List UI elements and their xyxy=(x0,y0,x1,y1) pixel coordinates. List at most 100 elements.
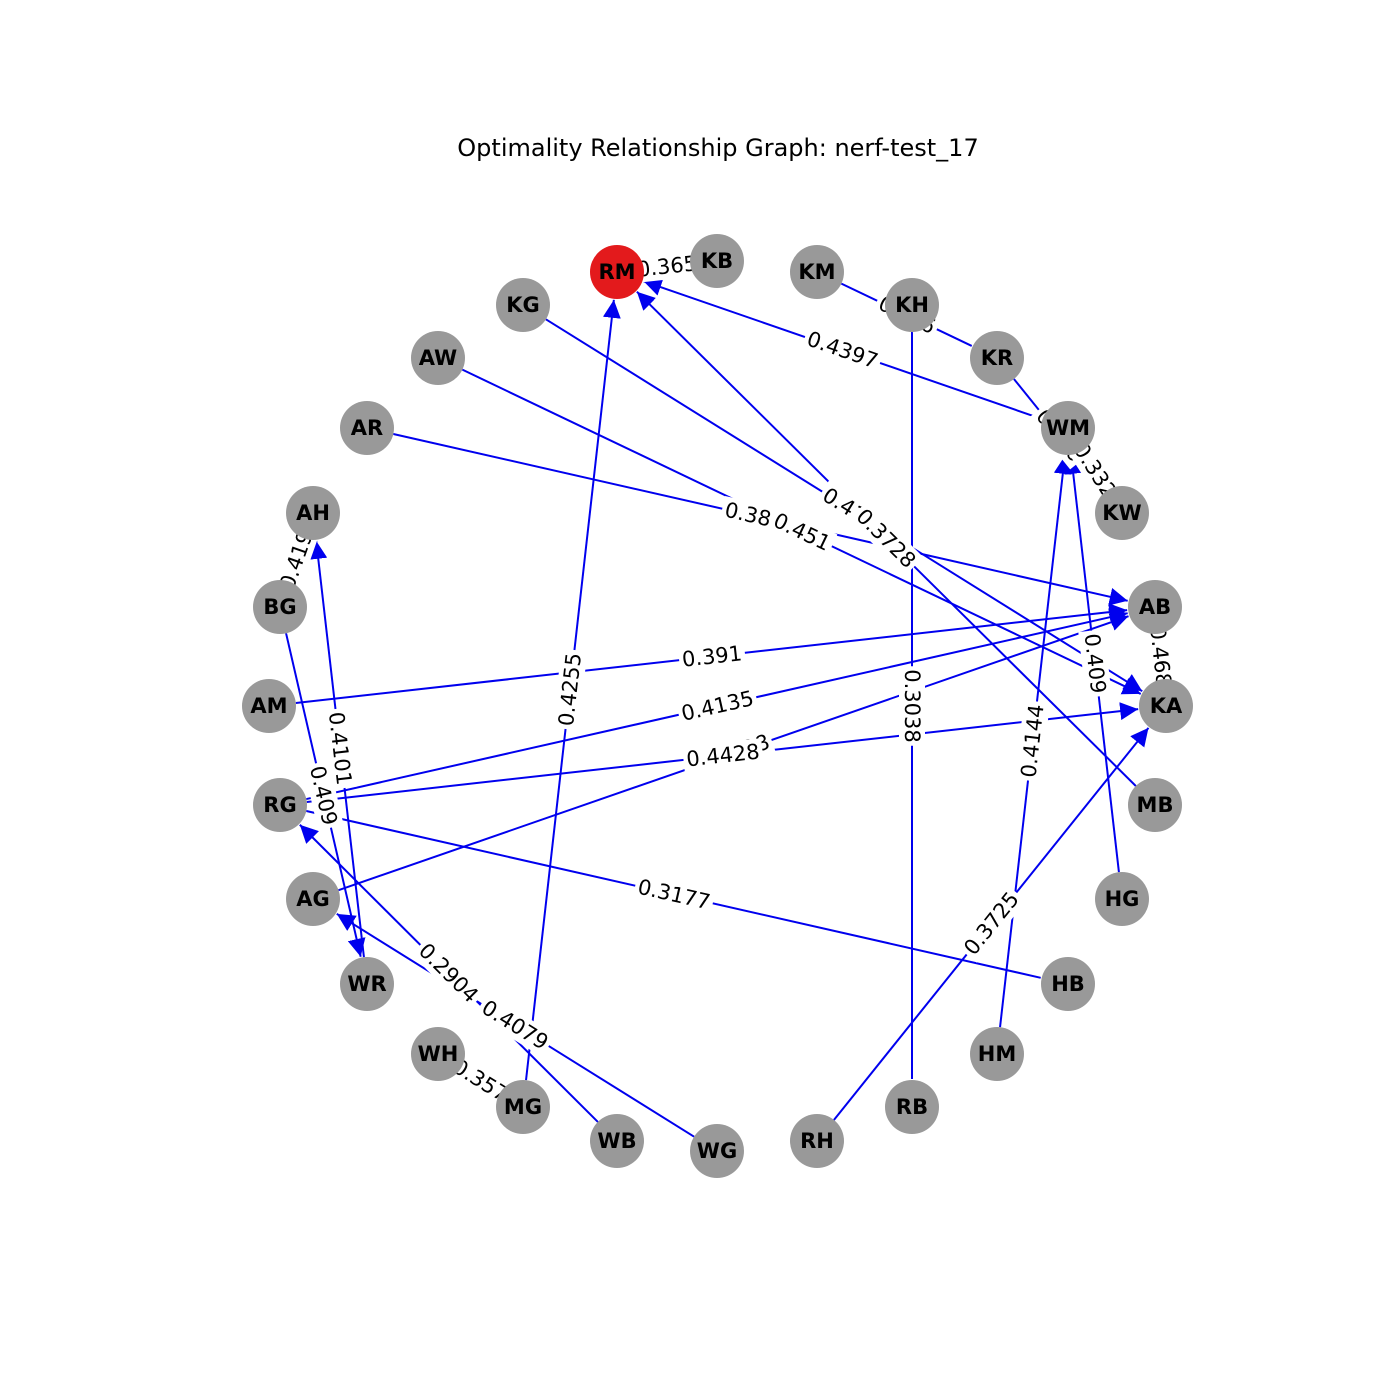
node-kr[interactable]: KR xyxy=(970,331,1024,385)
node-circle[interactable] xyxy=(1095,486,1149,540)
node-hm[interactable]: HM xyxy=(970,1027,1024,1081)
node-ah[interactable]: AH xyxy=(286,486,340,540)
edge-label-background xyxy=(552,648,588,731)
graph-title: Optimality Relationship Graph: nerf-test… xyxy=(457,134,979,162)
node-circle[interactable] xyxy=(790,1114,844,1168)
node-label: RH xyxy=(800,1129,834,1153)
node-label: RG xyxy=(263,793,296,817)
node-wh[interactable]: WH xyxy=(411,1027,465,1081)
node-circle[interactable] xyxy=(1139,679,1193,733)
edge-label-background xyxy=(766,506,838,558)
edge-label-background xyxy=(1143,622,1178,691)
node-circle[interactable] xyxy=(496,1080,550,1134)
edge-label-background xyxy=(303,760,344,831)
node-circle[interactable] xyxy=(286,872,340,926)
edge-label-background xyxy=(677,639,747,674)
node-circle[interactable] xyxy=(253,778,307,832)
node-ka[interactable]: KA xyxy=(1139,679,1193,733)
node-circle[interactable] xyxy=(286,486,340,540)
node-circle[interactable] xyxy=(411,1027,465,1081)
node-circle[interactable] xyxy=(590,1114,644,1168)
node-wg[interactable]: WG xyxy=(690,1124,744,1178)
node-rh[interactable]: RH xyxy=(790,1114,844,1168)
node-label: WM xyxy=(1046,416,1090,440)
edge-label-background xyxy=(848,501,924,576)
node-label: HB xyxy=(1051,972,1085,996)
edge-label-background xyxy=(474,992,556,1058)
edge-label-background xyxy=(411,935,486,1011)
node-circle[interactable] xyxy=(1128,580,1182,634)
node-wb[interactable]: WB xyxy=(590,1114,644,1168)
node-label: AW xyxy=(419,346,457,370)
node-circle[interactable] xyxy=(885,1080,939,1134)
node-kg[interactable]: KG xyxy=(496,278,550,332)
nodes-layer: RM KB KM KH KR WM KW AB KA MB HG HB HM RB RH WG WB MG WH WR… xyxy=(242,234,1193,1178)
edge-label-background xyxy=(956,884,1027,963)
node-hb[interactable]: HB xyxy=(1041,957,1095,1011)
node-circle[interactable] xyxy=(340,401,394,455)
edge-label: 0.2904 xyxy=(414,939,483,1008)
edge-label-background xyxy=(899,666,925,746)
node-label: MB xyxy=(1137,793,1174,817)
node-circle[interactable] xyxy=(242,679,296,733)
node-circle[interactable] xyxy=(885,278,939,332)
node-ar[interactable]: AR xyxy=(340,401,394,455)
edge-label: 0.3728 xyxy=(851,504,920,573)
node-circle[interactable] xyxy=(1041,957,1095,1011)
node-circle[interactable] xyxy=(970,1027,1024,1081)
node-circle[interactable] xyxy=(690,1124,744,1178)
edge-label-group: 0.468 xyxy=(1143,622,1178,691)
edge-label-group: 0.4397 xyxy=(800,324,885,376)
edge-label-group: 0.4428 xyxy=(682,738,764,773)
edge-label: 0.4144 xyxy=(1016,703,1048,779)
edge-label-background xyxy=(322,707,358,790)
node-label: HM xyxy=(978,1042,1016,1066)
node-circle[interactable] xyxy=(253,580,307,634)
node-kw[interactable]: KW xyxy=(1095,486,1149,540)
node-aw[interactable]: AW xyxy=(411,331,465,385)
node-circle[interactable] xyxy=(1128,778,1182,832)
node-wr[interactable]: WR xyxy=(340,957,394,1011)
edge-label-group: 0.4135 xyxy=(675,684,760,728)
node-kh[interactable]: KH xyxy=(885,278,939,332)
edge-label: 0.4255 xyxy=(554,652,586,728)
node-circle[interactable] xyxy=(1041,401,1095,455)
node-circle[interactable] xyxy=(340,957,394,1011)
node-wm[interactable]: WM xyxy=(1041,401,1095,455)
node-ag[interactable]: AG xyxy=(286,872,340,926)
node-rm[interactable]: RM xyxy=(590,245,644,299)
node-am[interactable]: AM xyxy=(242,679,296,733)
edge-label-group: 0.3038 xyxy=(899,666,925,746)
node-circle[interactable] xyxy=(496,278,550,332)
node-label: AH xyxy=(296,501,330,525)
node-label: WR xyxy=(347,972,386,996)
node-rb[interactable]: RB xyxy=(885,1080,939,1134)
node-circle[interactable] xyxy=(690,234,744,288)
edge-label-background xyxy=(1015,700,1050,782)
node-circle[interactable] xyxy=(411,331,465,385)
node-circle[interactable] xyxy=(970,331,1024,385)
node-label: RB xyxy=(896,1095,928,1119)
edge-label: 0.4397 xyxy=(804,327,881,374)
edge-label: 0.391 xyxy=(681,641,743,672)
node-label: WH xyxy=(418,1042,459,1066)
edge-label-background xyxy=(632,249,702,284)
node-circle[interactable] xyxy=(790,245,844,299)
edge-label: 0.3038 xyxy=(900,669,924,742)
node-mb[interactable]: MB xyxy=(1128,778,1182,832)
edge-label-group: 0.3725 xyxy=(956,884,1027,963)
node-label: KM xyxy=(798,260,835,284)
node-km[interactable]: KM xyxy=(790,245,844,299)
node-hg[interactable]: HG xyxy=(1095,872,1149,926)
node-kb[interactable]: KB xyxy=(690,234,744,288)
edge-label-group: 0.3177 xyxy=(632,873,716,916)
node-ab[interactable]: AB xyxy=(1128,580,1182,634)
node-mg[interactable]: MG xyxy=(496,1080,550,1134)
node-rg[interactable]: RG xyxy=(253,778,307,832)
node-circle[interactable] xyxy=(1095,872,1149,926)
edge-label-background xyxy=(800,324,885,376)
node-bg[interactable]: BG xyxy=(253,580,307,634)
node-circle[interactable] xyxy=(590,245,644,299)
node-label: MG xyxy=(504,1095,542,1119)
